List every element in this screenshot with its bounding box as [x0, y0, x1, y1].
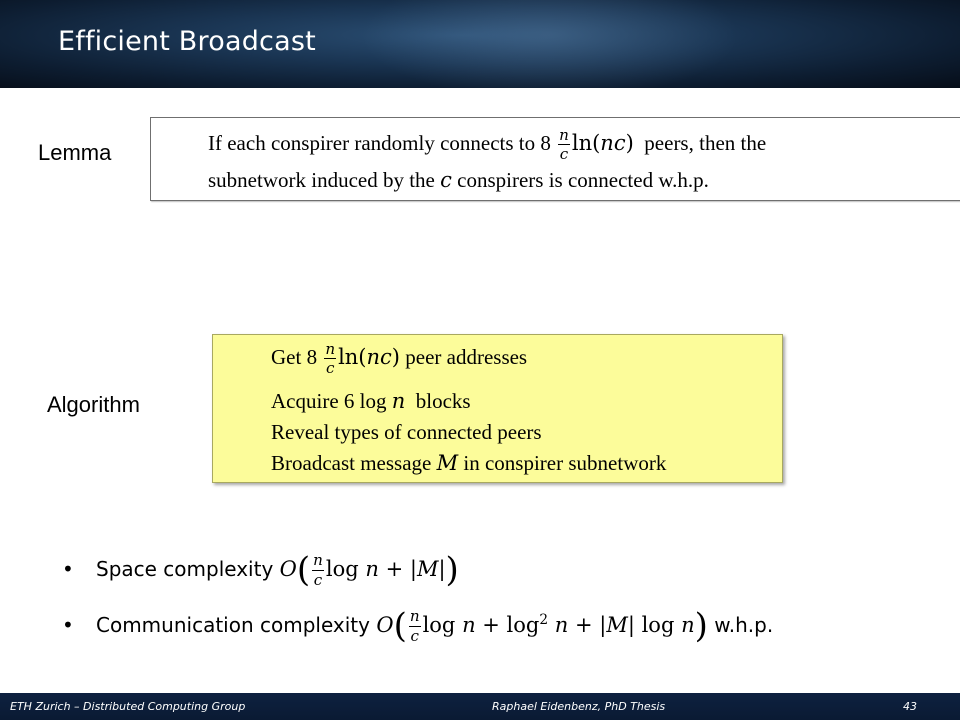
lemma-label: Lemma: [38, 140, 112, 165]
bullet-dot: •: [62, 557, 74, 581]
title-glow: [360, 0, 740, 88]
lemma-text: peers, then the: [644, 130, 767, 155]
whp-suffix: w.h.p.: [714, 613, 774, 637]
footer-thesis: Raphael Eidenbenz, PhD Thesis: [492, 700, 666, 713]
lemma-text: If each conspirer randomly connects to 8: [208, 130, 551, 155]
var-nc: nc: [600, 130, 626, 155]
lemma-box: If each conspirer randomly connects to 8…: [150, 117, 960, 201]
lemma-line-1: If each conspirer randomly connects to 8…: [208, 126, 767, 164]
algorithm-step-4: Broadcast message M in conspirer subnetw…: [271, 451, 667, 475]
footer-bar: ETH Zurich – Distributed Computing Group…: [0, 693, 960, 720]
ln-func: ln(: [571, 130, 601, 155]
bullet-dot: •: [62, 613, 74, 637]
slide-title: Efficient Broadcast: [58, 26, 316, 57]
title-bar: Efficient Broadcast: [0, 0, 960, 88]
footer-page-number: 43: [903, 700, 917, 713]
lemma-line-2: subnetwork induced by the c conspirers i…: [208, 168, 709, 193]
lemma-text: subnetwork induced by the: [208, 168, 435, 192]
footer-affiliation: ETH Zurich – Distributed Computing Group: [10, 700, 246, 713]
algorithm-step-2: Acquire 6 log n blocks: [271, 389, 471, 413]
lemma-text: conspirers is connected w.h.p.: [457, 168, 709, 192]
var-c: c: [440, 168, 452, 192]
algorithm-label: Algorithm: [47, 392, 140, 417]
algorithm-step-3: Reveal types of connected peers: [271, 420, 542, 444]
